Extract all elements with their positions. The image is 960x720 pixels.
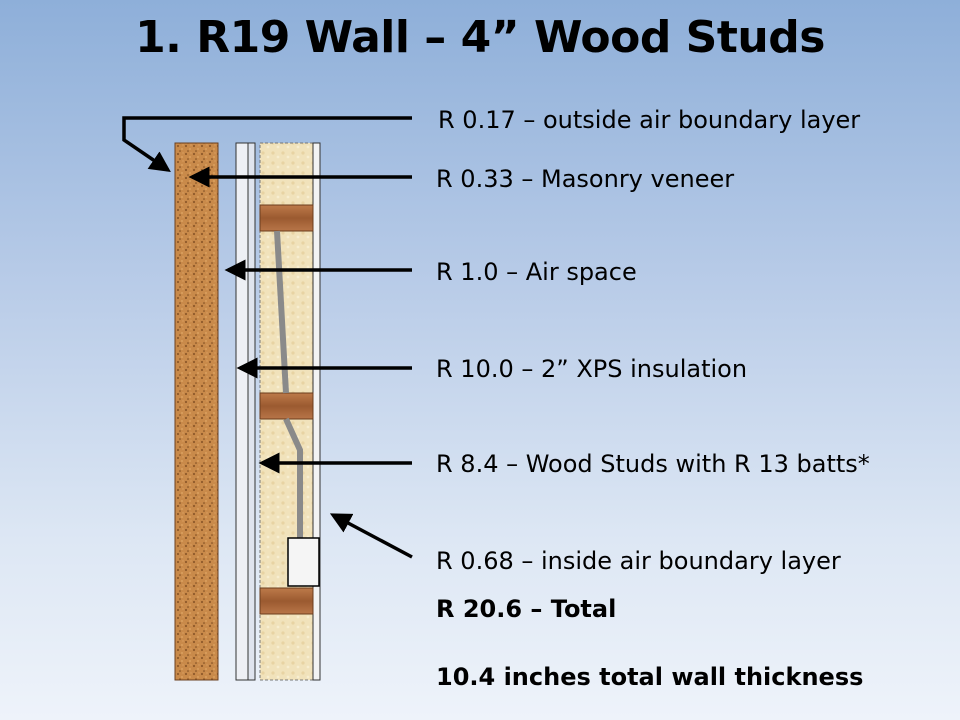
label-masonry-veneer: R 0.33 – Masonry veneer bbox=[436, 165, 735, 193]
label-inside-air: R 0.68 – inside air boundary layer bbox=[436, 547, 841, 575]
xps-insulation-board-inner bbox=[247, 142, 256, 681]
electrical-box bbox=[287, 537, 320, 587]
masonry-veneer bbox=[174, 142, 219, 681]
arrow-outside-air bbox=[122, 116, 412, 172]
xps-insulation-board bbox=[235, 142, 249, 681]
label-wall-thickness: 10.4 inches total wall thickness bbox=[436, 663, 864, 691]
label-total: R 20.6 – Total bbox=[436, 595, 617, 623]
label-xps-insulation: R 10.0 – 2” XPS insulation bbox=[436, 355, 748, 383]
label-wood-studs: R 8.4 – Wood Studs with R 13 batts* bbox=[436, 450, 870, 478]
wood-stud-middle bbox=[259, 392, 314, 420]
interior-finish bbox=[312, 142, 321, 681]
electrical-wire bbox=[274, 230, 303, 540]
slide-title: 1. R19 Wall – 4” Wood Studs bbox=[135, 12, 825, 63]
wood-stud-top bbox=[259, 204, 314, 232]
label-air-space: R 1.0 – Air space bbox=[436, 258, 637, 286]
arrow-inside-air bbox=[329, 513, 413, 559]
wood-stud-bottom bbox=[259, 587, 314, 615]
label-outside-air: R 0.17 – outside air boundary layer bbox=[438, 106, 861, 134]
